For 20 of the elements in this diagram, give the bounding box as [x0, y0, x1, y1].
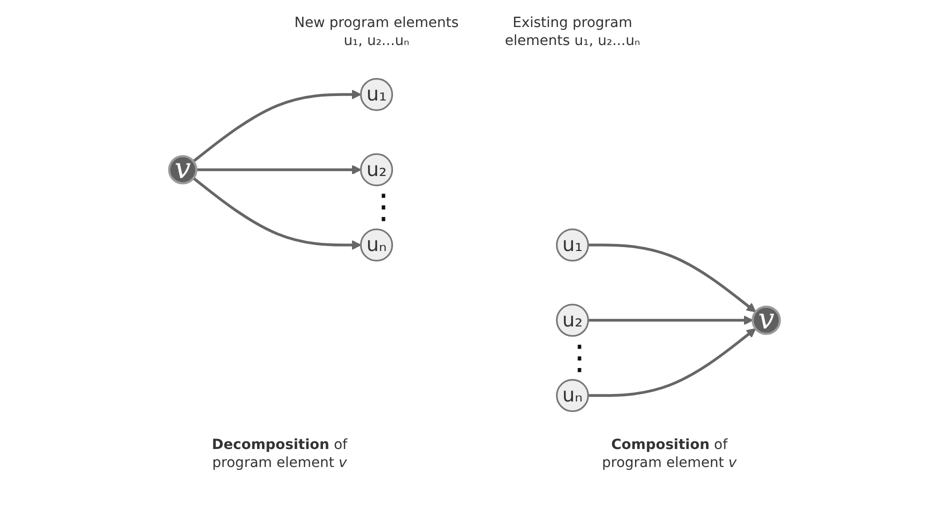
caption-text: Composition of program element v: [601, 436, 738, 473]
vertical-ellipsis: ⋮: [562, 340, 582, 375]
node-circle: v: [752, 306, 781, 335]
node-circle: u₂: [360, 153, 394, 186]
caption-text: Decomposition of program element v: [210, 436, 348, 473]
column-heading: Existing program elements u₁, u₂...uₙ: [504, 14, 642, 50]
arrow: [192, 90, 362, 162]
arrow: [588, 328, 756, 397]
arrow: [588, 315, 754, 326]
arrow: [192, 177, 362, 250]
node-circle: u₁: [360, 78, 394, 111]
node-circle: uₙ: [556, 379, 589, 412]
arrow: [196, 164, 362, 175]
node-circle: u₂: [556, 304, 589, 337]
node-circle: uₙ: [360, 228, 394, 262]
vertical-ellipsis: ⋮: [366, 190, 387, 224]
node-circle: v: [168, 155, 198, 184]
arrow: [588, 244, 756, 312]
node-circle: u₁: [556, 228, 589, 262]
column-heading: New program elements u₁, u₂...uₙ: [293, 14, 460, 50]
